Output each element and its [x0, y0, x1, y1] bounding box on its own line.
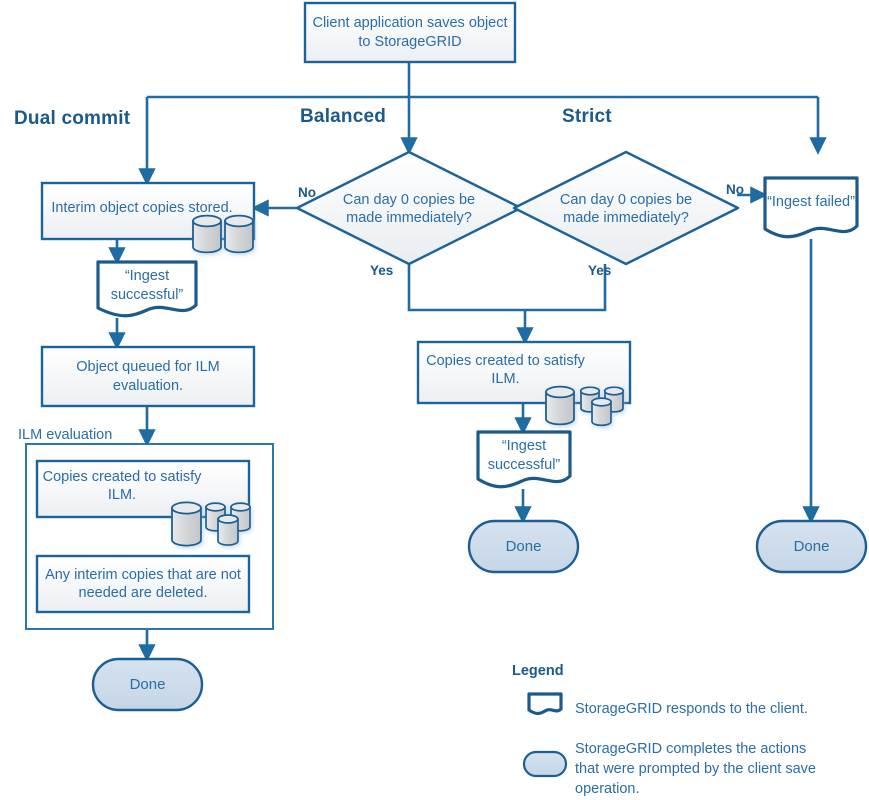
legend-document-icon — [527, 692, 563, 716]
node-done-right-shape — [755, 519, 868, 574]
node-done-mid-label: Done — [505, 538, 542, 555]
branch-title-balanced: Balanced — [300, 106, 387, 127]
legend-rounded-icon — [522, 750, 568, 778]
branch-title-dual-commit: Dual commit — [14, 108, 131, 129]
node-interim-deleted-shape — [35, 554, 251, 614]
cylinder-icon — [545, 385, 575, 426]
node-interim-copies-shape — [40, 181, 256, 241]
edge-label-strict-no: No — [726, 182, 744, 197]
edge-label-balanced-yes: Yes — [370, 263, 394, 278]
node-balanced-decision-shape — [295, 150, 523, 266]
node-object-queued-shape — [40, 345, 256, 408]
node-ingest-successful-mid-label: “Ingest successful” — [487, 438, 561, 473]
legend-item-document-label: StorageGRID responds to the client. — [575, 701, 808, 717]
node-ingest-successful-mid-shape — [476, 430, 572, 489]
legend-item-rounded-label: StorageGRID completes the actions that w… — [575, 741, 816, 797]
node-ingest-successful-left-shape — [96, 260, 198, 318]
cylinder-icon — [192, 214, 222, 254]
edge-label-balanced-no: No — [298, 185, 316, 200]
node-ingest-successful-left-label: “Ingest successful” — [110, 268, 184, 303]
node-done-right-label: Done — [793, 538, 830, 555]
node-done-left-shape — [91, 657, 204, 712]
cylinder-icon — [217, 514, 239, 546]
node-strict-decision-shape — [512, 150, 740, 266]
edge-label-strict-yes: Yes — [588, 263, 612, 278]
group-ilm-evaluation-label: ILM evaluation — [18, 427, 113, 443]
branch-title-strict: Strict — [562, 106, 612, 127]
node-ingest-failed-shape — [763, 176, 859, 239]
legend-title: Legend — [512, 663, 564, 679]
node-ingest-failed-label: “Ingest failed” — [767, 193, 855, 210]
cylinder-icon — [224, 214, 254, 254]
cylinder-icon — [591, 397, 612, 427]
node-done-mid-shape — [467, 519, 580, 574]
cylinder-icon — [171, 501, 202, 547]
node-done-left-label: Done — [129, 676, 166, 693]
node-client-saves-shape — [303, 1, 517, 64]
